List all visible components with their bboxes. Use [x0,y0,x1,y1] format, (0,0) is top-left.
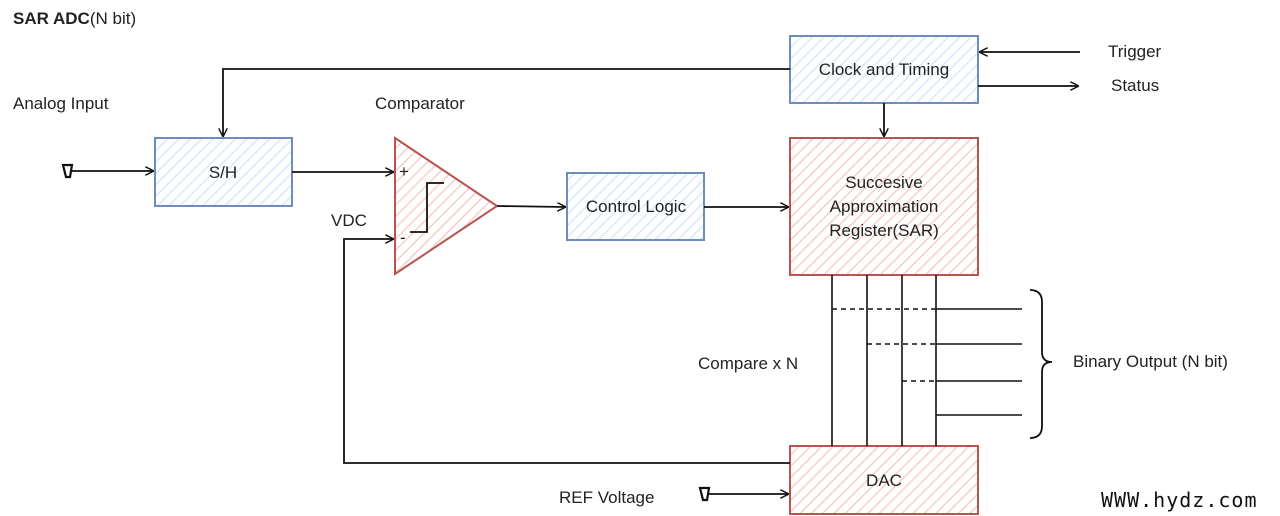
binary-output-label: Binary Output (N bit) [1073,352,1228,371]
sar-label-line-1: Succesive [845,173,922,192]
clock-timing-block: Clock and Timing [789,35,979,104]
sar-label-line-2: Approximation [830,197,939,216]
compare-bus [831,275,1022,446]
comparator-minus-label: - [400,228,406,247]
control-logic-label: Control Logic [586,197,687,216]
dac-feedback-wire [343,239,790,464]
dac-block: DAC [789,445,979,515]
comparator-step-icon [410,182,444,233]
title-normal: (N bit) [90,9,136,28]
diagram-title: SAR ADC(N bit) [13,9,136,28]
comparator-to-control-wire [496,206,565,207]
compare-label: Compare x N [698,354,798,373]
dac-label: DAC [866,471,902,490]
vdc-label: VDC [331,211,367,230]
signal-wires [70,52,1080,494]
ref-voltage-port-icon [698,486,711,502]
status-label: Status [1111,76,1159,95]
sar-label-line-3: Register(SAR) [829,221,939,240]
watermark: WWW.hydz.com [1101,488,1258,512]
comparator-symbol: + - [394,136,499,276]
binary-output-brace [1029,289,1053,439]
sample-hold-block: S/H [154,137,293,207]
comparator-label: Comparator [375,94,465,113]
control-logic-block: Control Logic [566,172,705,241]
analog-input-label: Analog Input [13,94,109,113]
clock-to-sh-wire [223,68,790,136]
sample-hold-label: S/H [209,163,237,182]
analog-input-port-icon [61,163,74,179]
sar-block: Succesive Approximation Register(SAR) [789,137,979,276]
title-bold: SAR ADC [13,9,90,28]
clock-timing-label: Clock and Timing [819,60,949,79]
comparator-plus-label: + [399,162,409,181]
ref-voltage-label: REF Voltage [559,488,654,507]
trigger-label: Trigger [1108,42,1162,61]
